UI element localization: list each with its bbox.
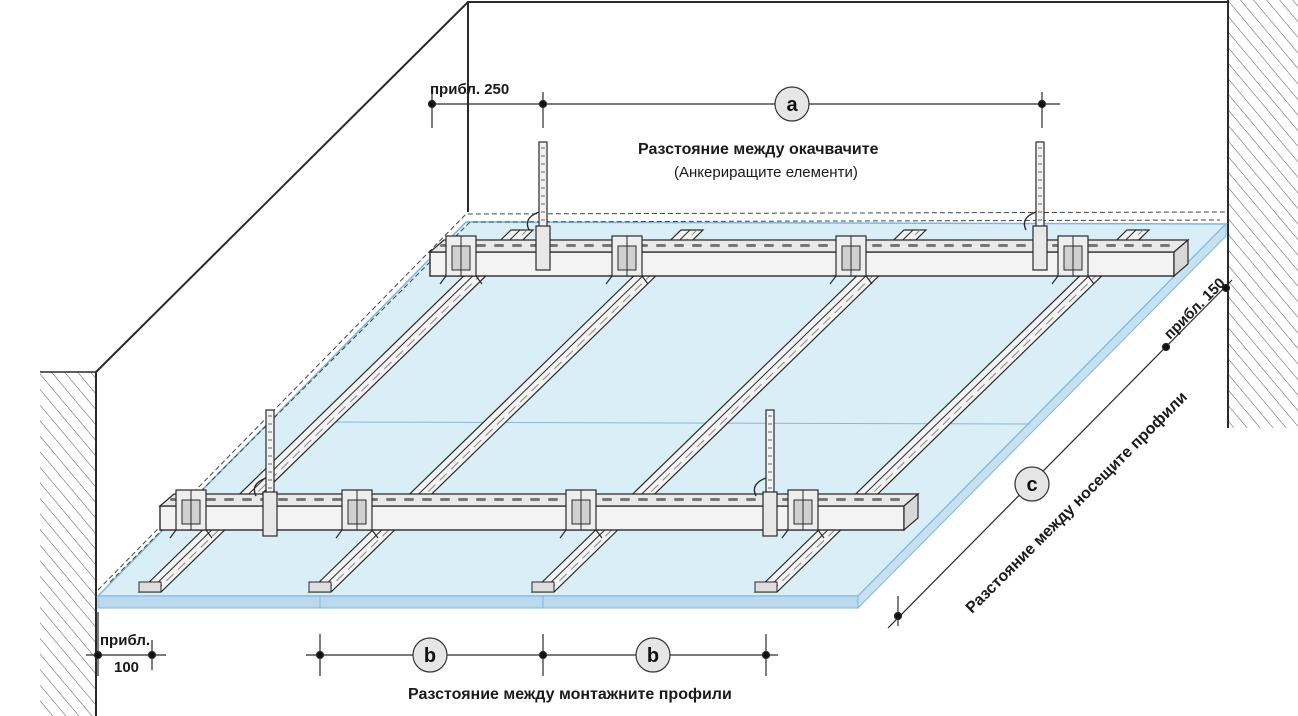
profile-connector-clip (829, 235, 873, 285)
profile-connector-clip (781, 489, 825, 539)
badge-c: c (1014, 466, 1050, 502)
right-wall (1227, 0, 1298, 428)
main-profile (428, 235, 1190, 285)
svg-text:b: b (647, 645, 659, 667)
label-approx-250: прибл. 250 (430, 81, 509, 98)
hanger (526, 141, 551, 271)
label-hanger-spacing: Разстояние между окачвачите (638, 141, 879, 158)
profile-connector-clip (605, 235, 649, 285)
label-approx-100-line2: 100 (114, 659, 139, 676)
perimeter-profile (97, 211, 1227, 591)
left-wall (40, 371, 97, 716)
profile-connector-clip (335, 489, 379, 539)
badge-b-2: b (635, 637, 671, 673)
dimension-lines (86, 88, 1233, 676)
badge-a: a (774, 86, 810, 122)
hanger (1023, 141, 1048, 271)
svg-text:c: c (1026, 474, 1037, 496)
profile-connector-clip (1051, 235, 1095, 285)
main-profile (158, 489, 920, 539)
badge-b-1: b (412, 637, 448, 673)
label-hanger-spacing-note: (Анкериращите елементи) (674, 164, 858, 181)
hanger (753, 409, 778, 537)
room-outline (95, 0, 1228, 373)
hangers (253, 141, 1048, 537)
svg-text:a: a (786, 94, 798, 116)
label-approx-100-line1: прибл. (100, 632, 150, 649)
hanger (253, 409, 278, 537)
svg-text:b: b (424, 645, 436, 667)
main-profiles (158, 235, 1190, 539)
profile-connector-clip (439, 235, 483, 285)
profile-connector-clip (169, 489, 213, 539)
label-mounting-profile-spacing: Разстояние между монтажните профили (408, 686, 732, 703)
profile-connector-clip (559, 489, 603, 539)
